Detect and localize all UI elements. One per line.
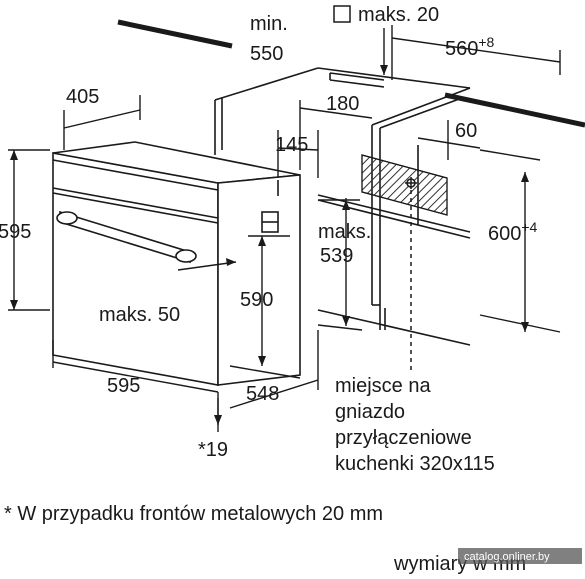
label-width-cutout: 560+8 bbox=[445, 34, 495, 60]
label-maks50: maks. 50 bbox=[99, 304, 180, 326]
dimension-lines bbox=[8, 25, 561, 432]
socket-label-line2: gniazdo bbox=[335, 401, 405, 423]
label-min-value: 550 bbox=[250, 43, 283, 65]
socket-area bbox=[361, 154, 448, 372]
label-60: 60 bbox=[455, 120, 477, 142]
label-height-cutout: 600+4 bbox=[488, 219, 538, 245]
label-595-bottom: 595 bbox=[107, 375, 140, 397]
socket-label-line1: miejsce na bbox=[335, 375, 431, 397]
label-min: min. bbox=[250, 13, 288, 35]
oven-body bbox=[52, 141, 301, 386]
cabinet-niche bbox=[117, 19, 585, 346]
label-548: 548 bbox=[246, 383, 279, 405]
socket-label-line3: przyłączeniowe bbox=[335, 427, 472, 449]
label-180: 180 bbox=[326, 93, 359, 115]
dimension-labels: min. 550 maks. 20 560+8 180 405 145 60 5… bbox=[0, 4, 538, 475]
watermark-text: catalog.onliner.by bbox=[464, 551, 550, 563]
square-symbol-icon bbox=[333, 5, 351, 23]
label-145: 145 bbox=[275, 134, 308, 156]
label-maks20: maks. 20 bbox=[358, 4, 439, 26]
oven-handle bbox=[56, 210, 197, 264]
label-maks-539-line2: 539 bbox=[320, 245, 353, 267]
label-405: 405 bbox=[66, 86, 99, 108]
label-star19: *19 bbox=[198, 439, 228, 461]
label-maks-539-line1: maks. bbox=[318, 221, 371, 243]
arrowheads bbox=[10, 65, 529, 425]
socket-label-line4: kuchenki 320x115 bbox=[335, 453, 495, 475]
label-590: 590 bbox=[240, 289, 273, 311]
label-595-left: 595 bbox=[0, 221, 31, 243]
watermark: catalog.onliner.by bbox=[458, 548, 582, 564]
footnote: * W przypadku frontów metalowych 20 mm bbox=[4, 503, 383, 525]
